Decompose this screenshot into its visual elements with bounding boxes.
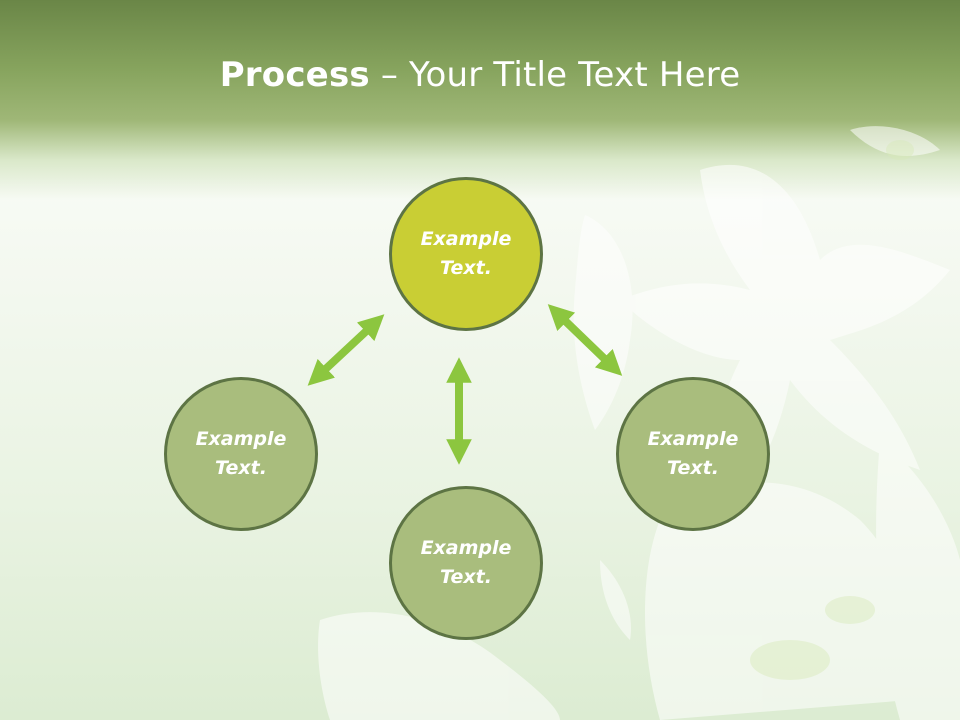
arrow-top-right (547, 304, 623, 376)
node-left-line2: Text. (215, 457, 267, 479)
node-left-line1: Example (195, 428, 287, 450)
node-bottom-line2: Text. (440, 566, 492, 588)
process-node-right: Example Text. (616, 377, 770, 531)
node-right-line2: Text. (667, 457, 719, 479)
node-bottom-line1: Example (420, 537, 512, 559)
slide-title: Process – Your Title Text Here (0, 54, 960, 96)
title-rest: – Your Title Text Here (369, 55, 741, 95)
arrow-top-left (307, 314, 385, 386)
title-bold: Process (219, 55, 370, 95)
header-band (0, 0, 960, 200)
process-node-top: Example Text. (389, 177, 543, 331)
node-bottom-text: Example Text. (411, 534, 521, 592)
node-top-line2: Text. (440, 257, 492, 279)
node-top-line1: Example (420, 228, 512, 250)
node-right-text: Example Text. (638, 425, 748, 483)
node-left-text: Example Text. (186, 425, 296, 483)
process-node-left: Example Text. (164, 377, 318, 531)
process-node-bottom: Example Text. (389, 486, 543, 640)
node-top-text: Example Text. (411, 225, 521, 283)
node-right-line1: Example (647, 428, 739, 450)
